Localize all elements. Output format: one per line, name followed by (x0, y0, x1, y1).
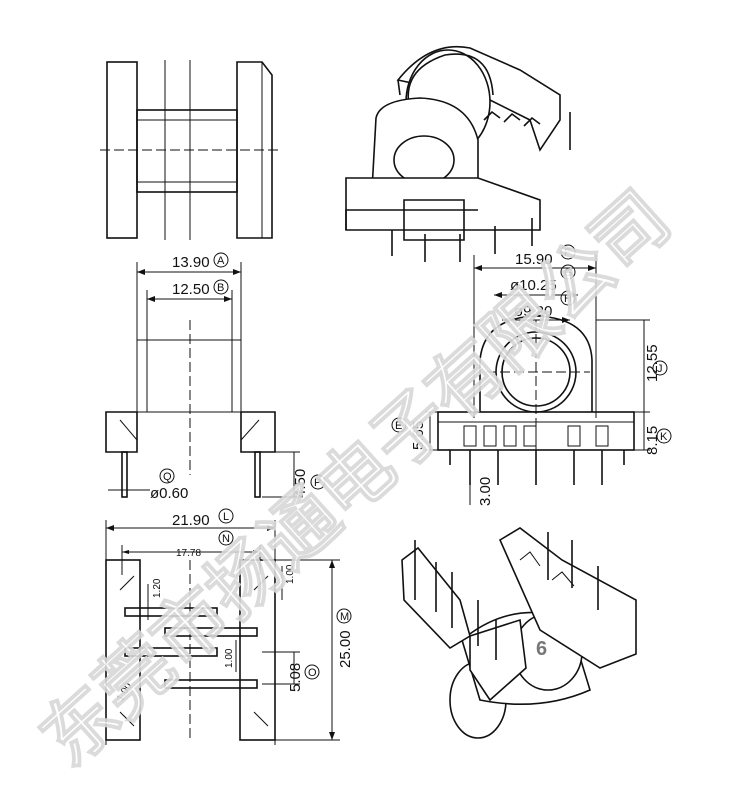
dim-M-label: M (340, 611, 349, 623)
dim-P-label: P (314, 477, 321, 489)
dim-N-circle (218, 530, 234, 546)
dim-M-value: 25.00 (337, 630, 354, 668)
dim-N-value: 17.78 (176, 548, 201, 559)
dim-Q-circle (159, 468, 175, 484)
dim-H-label: H (564, 293, 572, 305)
dim-A-value: 13.90 (172, 254, 210, 271)
dim-A-circle (213, 252, 229, 268)
isometric-bottom-view (401, 527, 637, 739)
dim-B-label: B (217, 282, 224, 294)
dim-L-value: 21.90 (172, 512, 210, 529)
dim-P-value: 4.50 (292, 469, 309, 498)
bottom-view (105, 520, 340, 745)
dim-F-value: 15.90 (515, 251, 553, 268)
figure-number: 6 (536, 638, 547, 660)
dim-M-circle (336, 608, 352, 624)
dim-pitch-c-value: 1.00 (224, 648, 235, 668)
dim-K-circle (656, 428, 672, 444)
dim-K-value: 8.15 (644, 426, 661, 455)
dim-F-label: F (564, 247, 571, 259)
side-view (100, 60, 280, 240)
dim-G-label: G (564, 267, 573, 279)
dim-E-circle (391, 417, 407, 433)
dim-pitch-a-value: 1.20 (152, 578, 163, 598)
dim-H-value: ø9.20 (514, 303, 552, 320)
dim-H-circle (560, 290, 576, 306)
dim-O-circle (304, 664, 320, 680)
dim-Q-label: Q (163, 471, 172, 483)
dimension-labels: 13.90 A 12.50 B 15.90 F ø10.25 G ø9.20 H… (115, 244, 672, 704)
dim-G-value: ø10.25 (510, 277, 557, 294)
dim-O-label: O (308, 667, 317, 679)
dim-pin-length-value: 3.00 (477, 477, 494, 506)
dim-L-label: L (223, 511, 229, 523)
dim-B-value: 12.50 (172, 281, 210, 298)
dim-J-circle (652, 360, 668, 376)
dim-K-label: K (660, 431, 668, 443)
dim-B-circle (213, 279, 229, 295)
dim-G-circle (560, 264, 576, 280)
isometric-top-view (345, 45, 571, 262)
dim-O-value: 5.08 (287, 663, 304, 692)
dim-E-value: 5.65 (410, 421, 427, 450)
dim-E-label: E (395, 420, 402, 432)
dim-J-value: 12.55 (644, 344, 661, 382)
dim-P-circle (310, 474, 326, 490)
dim-Q-value: ø0.60 (150, 485, 188, 502)
dim-pitch-b-value: 1.00 (285, 564, 296, 584)
dim-A-label: A (217, 255, 225, 267)
dim-F-circle (560, 244, 576, 260)
dim-L-circle (218, 508, 234, 524)
dim-N-label: N (222, 533, 230, 545)
end-view (425, 255, 650, 505)
company-watermark: 东莞市扬通电子有限公司 (24, 175, 686, 784)
dim-J-label: J (657, 363, 663, 375)
front-view (105, 262, 300, 498)
